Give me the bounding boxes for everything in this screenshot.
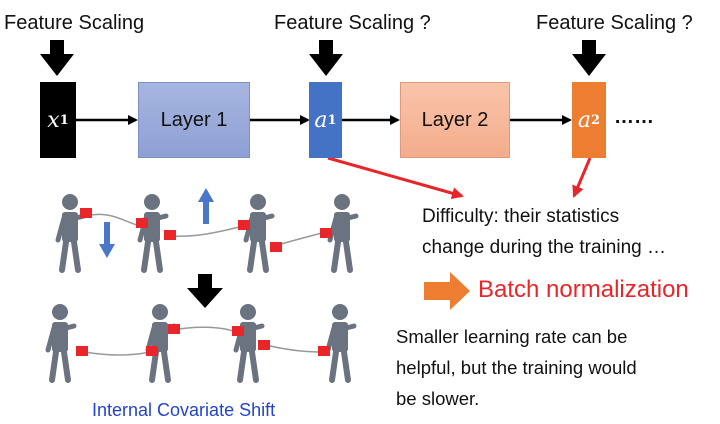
down-arrow-hidden1-icon [309, 40, 343, 76]
a2-sup: 2 [591, 112, 601, 128]
feature-scaling-hidden1-label: Feature Scaling ? [274, 12, 431, 34]
feature-scaling-input-label: Feature Scaling [4, 12, 145, 34]
red-arrow-a1 [327, 156, 464, 200]
internal-covariate-shift-label: Internal Covariate Shift [92, 400, 276, 420]
feature-scaling-hidden2-label: Feature Scaling ? [536, 12, 693, 34]
x-sup: 1 [59, 112, 69, 128]
a2-var: a [577, 107, 592, 133]
batch-normalization-label: Batch normalization [478, 276, 689, 303]
people-lower-illustration [48, 304, 354, 380]
smaller-learning-rate-text: Smaller learning rate can be helpful, bu… [396, 321, 637, 414]
orange-arrow-icon [424, 272, 470, 310]
a1-sup: 1 [327, 112, 337, 128]
difficulty-line-2: change during the training … [422, 237, 666, 258]
red-arrow-a2 [572, 157, 592, 198]
x-var: x [47, 107, 60, 133]
ellipsis: …… [614, 106, 654, 128]
people-upper-illustration [58, 194, 356, 270]
down-arrow-input-icon [40, 40, 74, 76]
smaller-lr-line-3: be slower. [396, 388, 480, 409]
difficulty-line-1: Difficulty: their statistics [422, 206, 620, 227]
down-arrow-figures-icon [187, 274, 223, 308]
smaller-lr-line-1: Smaller learning rate can be [396, 326, 628, 347]
blue-down-arrow-icon [99, 222, 115, 258]
down-arrow-hidden2-icon [572, 40, 606, 76]
difficulty-text: Difficulty: their statistics change duri… [422, 201, 666, 263]
layer-2-box: Layer 2 [400, 82, 510, 158]
smaller-lr-line-2: helpful, but the training would [396, 357, 637, 378]
blue-up-arrow-icon [198, 188, 214, 224]
a1-var: a [314, 107, 328, 133]
layer-1-box: Layer 1 [138, 82, 250, 158]
